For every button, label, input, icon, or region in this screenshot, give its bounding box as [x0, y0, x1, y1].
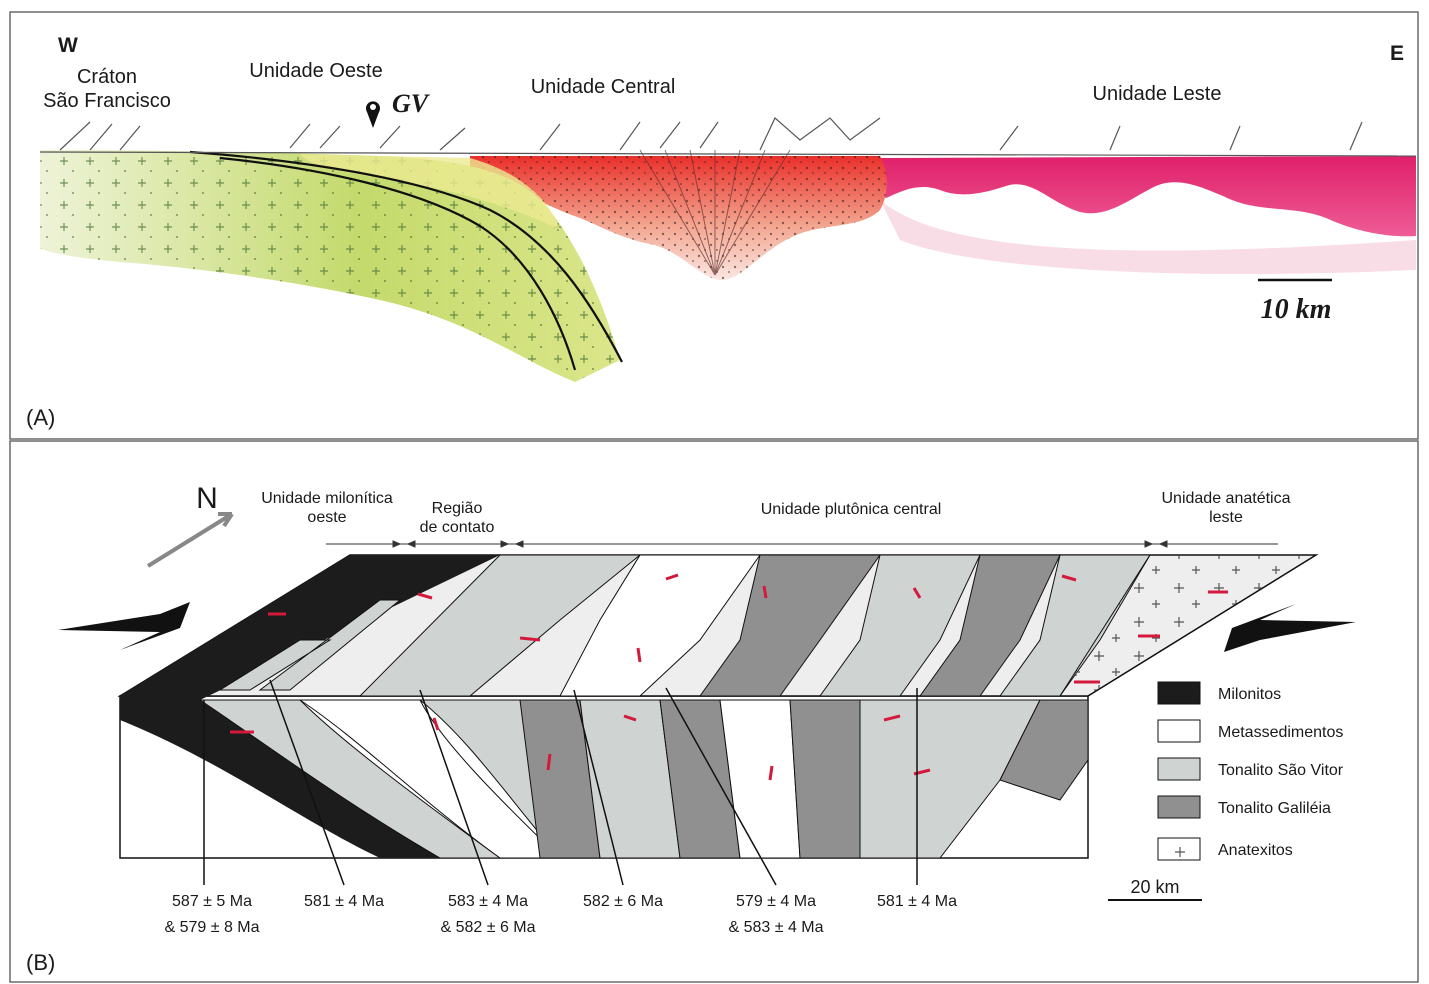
age-label-5-b: & 583 ± 4 Ma	[728, 919, 823, 936]
panel-a: W E Cráton São Francisco Unidade Oeste G…	[10, 12, 1418, 439]
legend-swatch-metassedimentos	[1158, 720, 1200, 742]
header-milonitica-2: oeste	[307, 509, 346, 526]
scale-bar-a-label: 10 km	[1261, 294, 1332, 325]
legend-swatch-anatexitos	[1158, 838, 1200, 860]
north-label: N	[196, 482, 218, 515]
legend-label-galileia: Tonalito Galiléia	[1218, 800, 1331, 817]
header-contato-1: Região	[432, 500, 483, 517]
legend-item-anatexitos: Anatexitos	[1158, 838, 1293, 860]
legend-label-milonitos: Milonitos	[1218, 686, 1281, 703]
legend-item-metassedimentos: Metassedimentos	[1158, 720, 1343, 742]
age-label-5: 579 ± 4 Ma	[736, 893, 816, 910]
panel-b: N Unidade milonítica oeste Região de con…	[10, 441, 1418, 982]
age-label-3-b: & 582 ± 6 Ma	[440, 919, 535, 936]
legend-item-sao-vitor: Tonalito São Vitor	[1158, 758, 1344, 780]
legend-label-metassedimentos: Metassedimentos	[1218, 724, 1343, 741]
panel-b-label: (B)	[26, 950, 55, 975]
age-label-3: 583 ± 4 Ma	[448, 893, 528, 910]
legend-label-sao-vitor: Tonalito São Vitor	[1218, 762, 1344, 779]
header-contato-2: de contato	[420, 519, 495, 536]
legend-swatch-galileia	[1158, 796, 1200, 818]
header-plutonica: Unidade plutônica central	[761, 501, 942, 518]
age-label-2: 581 ± 4 Ma	[304, 893, 384, 910]
header-anatetica-2: leste	[1209, 509, 1243, 526]
craton-label-2: São Francisco	[43, 90, 171, 112]
legend-label-anatexitos: Anatexitos	[1218, 842, 1293, 859]
unit-west-label: Unidade Oeste	[249, 60, 382, 82]
legend-item-galileia: Tonalito Galiléia	[1158, 796, 1331, 818]
unit-central-label: Unidade Central	[531, 76, 676, 98]
age-label-1: 587 ± 5 Ma	[172, 893, 252, 910]
gv-label: GV	[392, 89, 431, 118]
header-anatetica-1: Unidade anatética	[1162, 490, 1291, 507]
legend-item-milonitos: Milonitos	[1158, 682, 1281, 704]
west-label: W	[58, 34, 78, 57]
scale-bar-b-label: 20 km	[1130, 877, 1179, 897]
header-milonitica-1: Unidade milonítica	[261, 490, 393, 507]
panel-a-label: (A)	[26, 405, 55, 430]
age-label-4: 582 ± 6 Ma	[583, 893, 663, 910]
legend-swatch-milonitos	[1158, 682, 1200, 704]
unit-east-label: Unidade Leste	[1093, 83, 1222, 105]
age-label-1-b: & 579 ± 8 Ma	[164, 919, 259, 936]
craton-label-1: Cráton	[77, 66, 137, 88]
legend-swatch-sao-vitor	[1158, 758, 1200, 780]
east-label: E	[1390, 42, 1404, 65]
age-label-6: 581 ± 4 Ma	[877, 893, 957, 910]
